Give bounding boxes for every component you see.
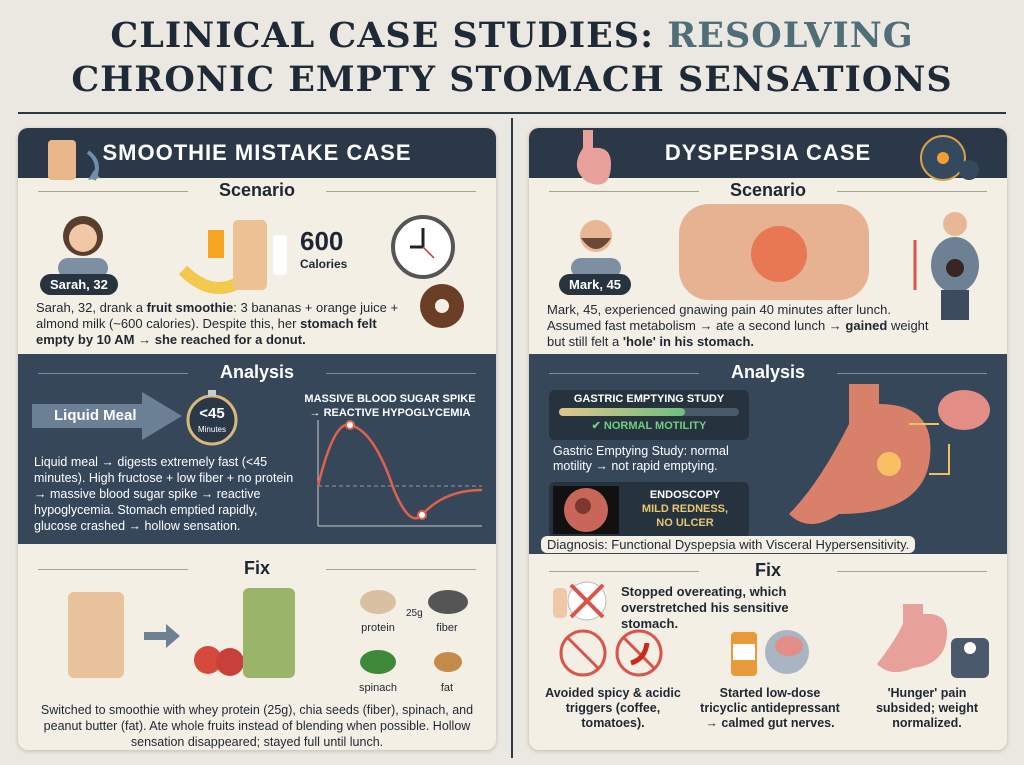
blood-sugar-chart bbox=[316, 420, 483, 527]
fix-heading: Fix bbox=[529, 560, 1007, 581]
stomach-nerves-brain-illustration bbox=[789, 384, 990, 524]
scenario-text: Mark, 45, experienced gnawing pain 40 mi… bbox=[547, 302, 929, 349]
banana-smoothie-icon bbox=[178, 220, 287, 294]
avatar-woman-icon bbox=[58, 216, 108, 278]
title-accent: RESOLVING bbox=[667, 15, 914, 56]
nerve-icon bbox=[920, 135, 979, 181]
abdominal-pain-icon bbox=[679, 204, 869, 300]
divider bbox=[18, 112, 1006, 114]
fat-label: fat bbox=[440, 682, 454, 694]
arrow-icon bbox=[32, 392, 182, 440]
protein-fiber-icons bbox=[360, 590, 468, 674]
fiber-label: fiber bbox=[436, 622, 458, 634]
title-line1: CLINICAL CASE STUDIES: bbox=[110, 15, 668, 56]
scenario-text: Sarah, 32, drank a fruit smoothie: 3 ban… bbox=[36, 300, 399, 347]
dyspepsia-case-panel: DYSPEPSIA CASE Scenario Mark, 45 Mark, 4… bbox=[529, 128, 1007, 750]
gastric-emptying-card: GASTRIC EMPTYING STUDY ✔ NORMAL MOTILITY bbox=[549, 390, 749, 440]
analysis-heading: Analysis bbox=[529, 362, 1007, 383]
chart-title: MASSIVE BLOOD SUGAR SPIKE→ REACTIVE HYPO… bbox=[304, 393, 476, 419]
scenario-heading: Scenario bbox=[18, 180, 496, 201]
fix-text: Switched to smoothie with whey protein (… bbox=[40, 703, 474, 749]
diagnosis: Diagnosis: Functional Dyspepsia with Vis… bbox=[541, 536, 916, 553]
panel-title: SMOOTHIE MISTAKE CASE bbox=[102, 140, 412, 165]
calories-value: 600 bbox=[300, 226, 344, 256]
stomach-icon bbox=[576, 130, 611, 185]
no-coffee-no-pepper-icon bbox=[559, 629, 663, 677]
avatar-man-icon bbox=[571, 220, 621, 278]
scenario-heading: Scenario bbox=[529, 180, 1007, 201]
arrow-label: Liquid Meal bbox=[54, 407, 137, 424]
protein-amount: 25g bbox=[406, 608, 423, 619]
person-badge: Sarah, 32 bbox=[40, 274, 118, 295]
fix-item-4: 'Hunger' pain subsided; weight normalize… bbox=[875, 686, 979, 730]
fix-item-2: Avoided spicy & acidic triggers (coffee,… bbox=[545, 686, 681, 730]
motility-bar-fill bbox=[559, 408, 685, 416]
donut-icon bbox=[420, 284, 464, 328]
spinach-label: spinach bbox=[359, 682, 397, 694]
clock-icon bbox=[391, 215, 455, 279]
calories-label: Calories bbox=[300, 257, 348, 271]
smoothie-comparison-icon bbox=[68, 588, 295, 678]
panel-title: DYSPEPSIA CASE bbox=[664, 140, 872, 165]
analysis-heading: Analysis bbox=[18, 362, 496, 383]
fix-item-1: Stopped overeating, which overstretched … bbox=[621, 584, 789, 631]
man-gaining-weight-icon bbox=[913, 212, 979, 320]
smoothie-cup-icon bbox=[48, 140, 100, 181]
smoothie-case-panel: SMOOTHIE MISTAKE CASE Scenario Sarah, 32… bbox=[18, 128, 496, 750]
stop-overeating-icon bbox=[553, 581, 607, 621]
timer-unit: Minutes bbox=[197, 425, 226, 434]
stomach-scale-icon bbox=[877, 604, 989, 678]
fix-heading: Fix bbox=[18, 558, 496, 579]
analysis-text: Liquid meal → digests extremely fast (<4… bbox=[34, 455, 294, 533]
person-badge: Mark, 45 bbox=[559, 274, 632, 295]
endoscopy-image bbox=[553, 486, 619, 534]
fix-item-3: Started low-dose tricyclic antidepressan… bbox=[700, 686, 840, 730]
study-text: Gastric Emptying Study: normal motility … bbox=[553, 444, 729, 473]
study-title: GASTRIC EMPTYING STUDY bbox=[573, 393, 725, 405]
motility-bar bbox=[559, 408, 739, 416]
vertical-divider bbox=[511, 118, 513, 758]
timer-icon bbox=[186, 390, 238, 446]
study-result: ✔ NORMAL MOTILITY bbox=[591, 420, 707, 432]
timer-value: <45 bbox=[199, 405, 225, 422]
medication-brain-icon bbox=[731, 630, 809, 676]
protein-label: protein bbox=[361, 622, 395, 634]
page-title: CLINICAL CASE STUDIES: RESOLVING CHRONIC… bbox=[0, 14, 1024, 102]
title-line2: CHRONIC EMPTY STOMACH SENSATIONS bbox=[71, 59, 953, 100]
